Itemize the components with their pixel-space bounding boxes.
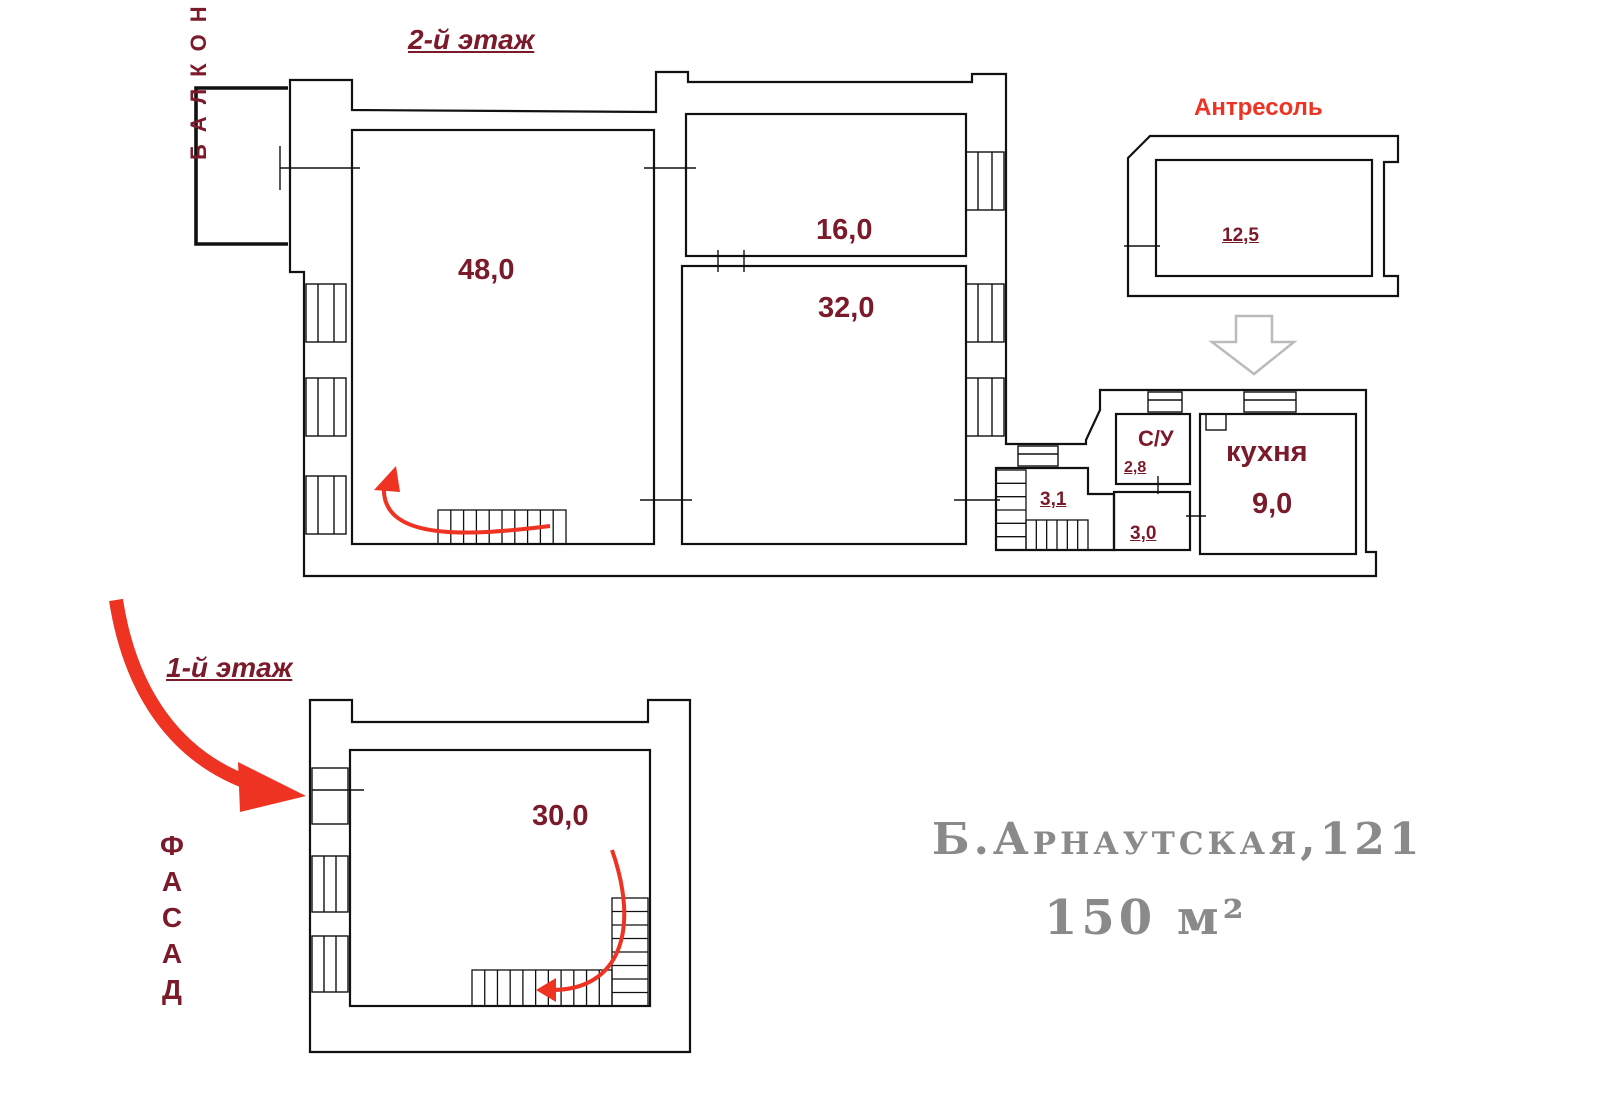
room-32-area: 32,0 <box>818 292 875 324</box>
room-30-outline <box>348 748 652 1008</box>
room-wc-outline <box>1114 412 1192 486</box>
facade-letter: А <box>161 866 183 897</box>
total-area: 150 м² <box>1044 890 1248 946</box>
balcony-letter: О <box>186 34 211 52</box>
floor-label-first: 1-й этаж <box>166 652 293 683</box>
wc-name: С/У <box>1138 426 1174 451</box>
balcony-letter: Б <box>186 144 211 160</box>
wc-area: 2,8 <box>1124 459 1147 476</box>
balcony-letter: Л <box>186 88 211 105</box>
facade-label: Ф А С А Д <box>160 832 184 1004</box>
stair-arrow-1st <box>551 849 627 992</box>
room-3-0-area: 3,0 <box>1130 523 1157 544</box>
down-arrow-outline <box>1208 314 1298 376</box>
facade-letter: Ф <box>160 830 184 861</box>
balcony-letter: А <box>186 116 211 133</box>
room-3-1-area: 3,1 <box>1040 489 1067 510</box>
floor-label-mezzanine: Антресоль <box>1194 94 1323 121</box>
address-title: Б.Арнаутская,121 <box>932 814 1424 865</box>
facade-letter: С <box>161 902 183 933</box>
mezzanine-outline <box>1126 134 1400 298</box>
stairs <box>437 469 1089 1007</box>
kitchen-area: 9,0 <box>1252 488 1293 520</box>
room-12-5-area: 12,5 <box>1222 225 1259 246</box>
windows <box>279 146 1297 993</box>
room-30-area: 30,0 <box>532 800 589 832</box>
balcony-outline <box>194 86 288 246</box>
balcony-letter: К <box>186 63 211 77</box>
facade-letter: А <box>161 938 183 969</box>
kitchen-name: кухня <box>1226 436 1308 468</box>
room-kitchen-outline <box>1198 412 1358 556</box>
stair-arrow-2nd <box>381 485 551 535</box>
first-floor-outline <box>308 698 692 1054</box>
room-16-area: 16,0 <box>816 214 873 246</box>
arrows <box>109 314 1298 1002</box>
balcony-letter: Н <box>186 6 211 23</box>
room-48-area: 48,0 <box>458 254 515 286</box>
facade-letter: Д <box>161 974 182 1005</box>
floor-label-second: 2-й этаж <box>408 24 535 55</box>
entrance-arrow <box>109 598 261 793</box>
stair-flight <box>471 969 613 1007</box>
entrance-arrow-head <box>238 762 306 812</box>
balcony-label: Н О К Л А Б <box>186 6 378 160</box>
